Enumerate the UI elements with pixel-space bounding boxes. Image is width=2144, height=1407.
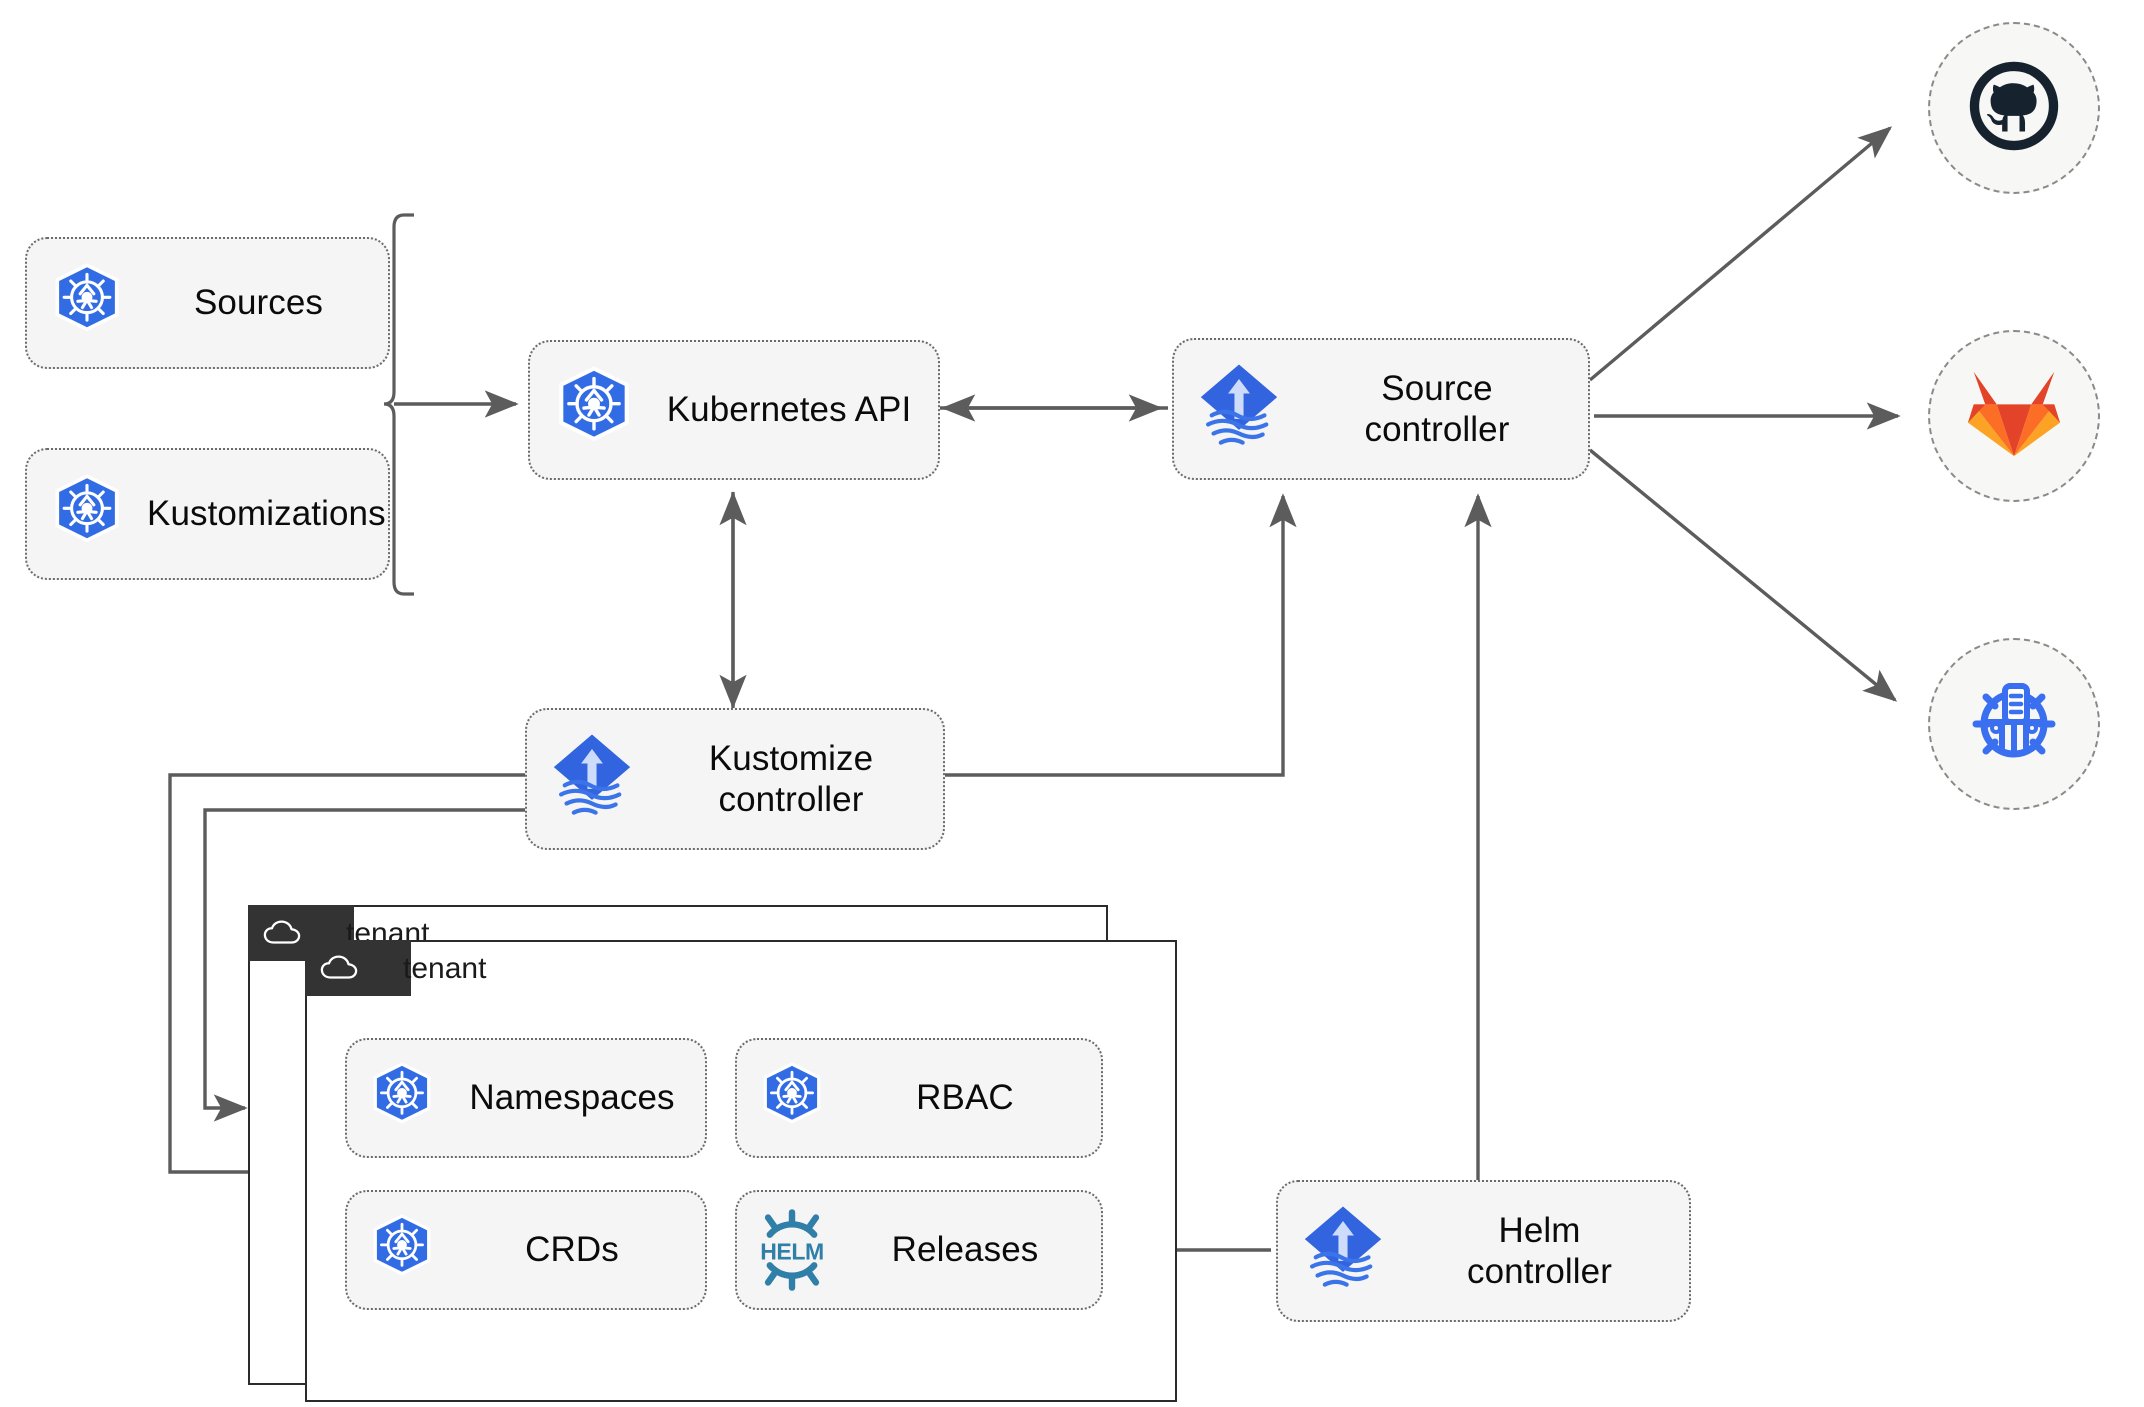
svg-text:HELM: HELM [760,1238,824,1264]
node-releases[interactable]: HELM Releases [735,1190,1103,1310]
cloud-icon [262,913,302,953]
node-label: Sources [193,283,324,323]
kubernetes-icon [347,1214,457,1286]
kubernetes-icon [737,1062,847,1134]
kubernetes-icon [27,474,147,554]
node-label: CRDs [525,1230,619,1270]
kubernetes-icon [347,1062,457,1134]
helm-icon: HELM [737,1209,847,1291]
node-kustomizations[interactable]: Kustomizations [25,448,390,580]
node-helm-controller[interactable]: Helm controller [1276,1180,1691,1322]
node-kubernetes-api[interactable]: Kubernetes API [528,340,940,480]
node-label: Helm controller [1467,1210,1612,1291]
cloud-icon [319,948,359,988]
node-label: Kustomize controller [708,738,874,819]
node-sources[interactable]: Sources [25,237,390,369]
kubernetes-icon [530,366,658,454]
github-icon [1962,54,2066,163]
node-label: Kustomizations [147,494,386,534]
node-kustomize-controller[interactable]: Kustomize controller [525,708,945,850]
node-label: Source controller [1364,368,1510,449]
node-label: Kubernetes API [666,390,912,430]
node-label: RBAC [916,1078,1014,1118]
tenant-header-bar [304,939,411,996]
kubernetes-icon [27,263,147,343]
node-source-controller[interactable]: Source controller [1172,338,1590,480]
flux-icon [1174,359,1304,459]
tenant-label: tenant [403,952,487,985]
provider-helm-chart-repo[interactable] [1928,638,2100,810]
helm-chart-repo-icon [1964,672,2064,777]
tenant-container-front[interactable]: tenant [304,939,1177,1402]
flux-icon [1278,1201,1408,1301]
node-rbac[interactable]: RBAC [735,1038,1103,1158]
flux-icon [527,729,657,829]
provider-github[interactable] [1928,22,2100,194]
node-namespaces[interactable]: Namespaces [345,1038,707,1158]
gitlab-icon [1966,368,2062,465]
provider-gitlab[interactable] [1928,330,2100,502]
node-label: Namespaces [469,1078,675,1118]
node-crds[interactable]: CRDs [345,1190,707,1310]
node-label: Releases [891,1230,1039,1270]
